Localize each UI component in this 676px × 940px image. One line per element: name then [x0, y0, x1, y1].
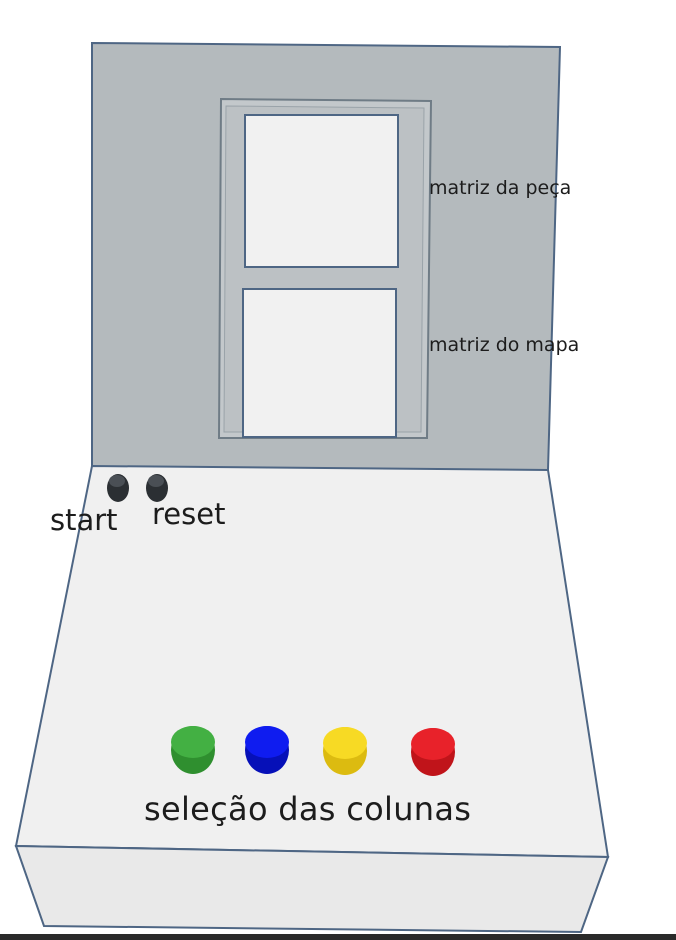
- start-label: start: [50, 503, 118, 537]
- column-selection-label: seleção das colunas: [144, 790, 472, 828]
- map-matrix-label: matriz do mapa: [429, 334, 580, 356]
- column-button-green[interactable]: [171, 726, 215, 774]
- reset-button[interactable]: [146, 474, 168, 502]
- column-button-yellow[interactable]: [323, 727, 367, 775]
- start-button[interactable]: [107, 474, 129, 502]
- base-front-face: [14, 844, 610, 934]
- piece-matrix-display: [244, 114, 399, 268]
- column-button-blue[interactable]: [245, 726, 289, 774]
- bottom-edge-bar: [0, 934, 676, 940]
- column-button-red[interactable]: [411, 728, 455, 776]
- map-matrix-display: [242, 288, 397, 438]
- piece-matrix-label: matriz da peça: [429, 177, 572, 199]
- reset-label: reset: [152, 497, 226, 531]
